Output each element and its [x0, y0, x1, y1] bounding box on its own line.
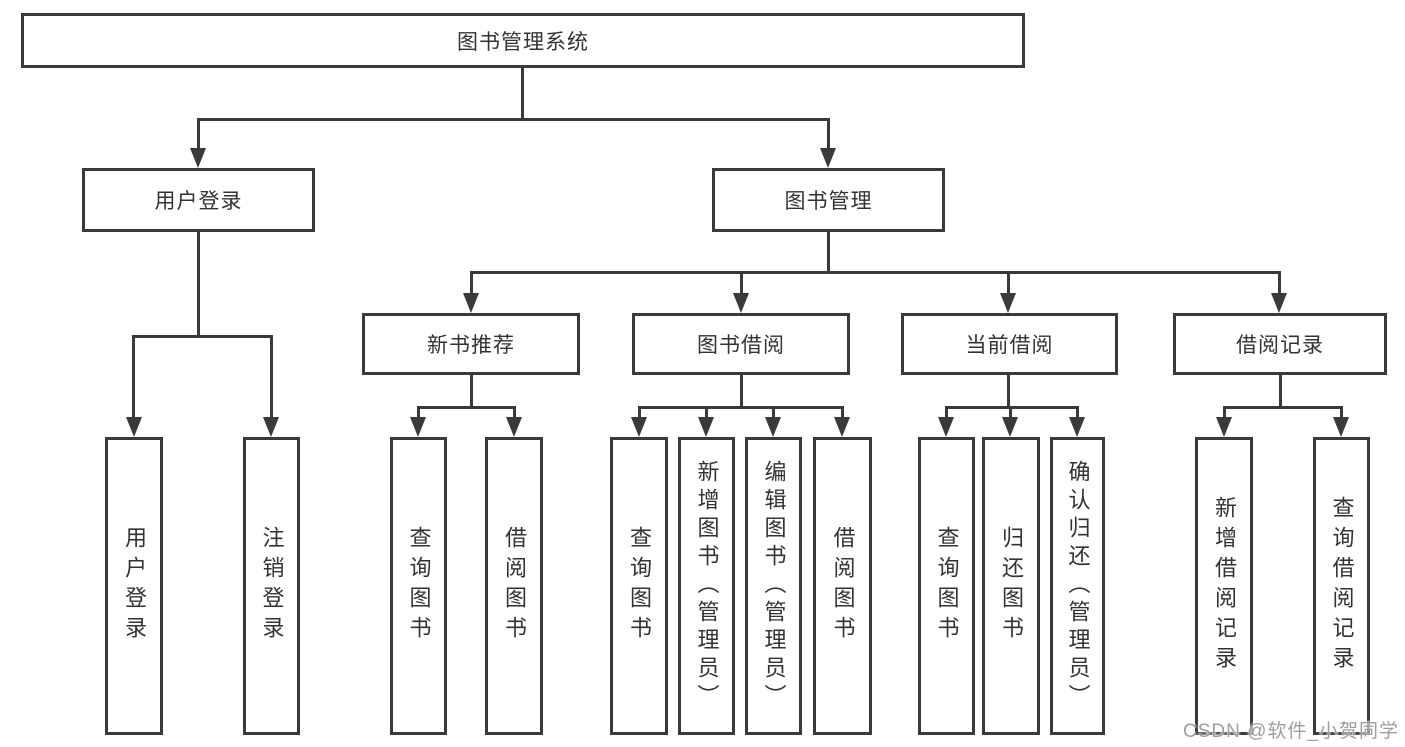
connector-records-rail	[1223, 406, 1343, 409]
node-borrowing-records-label: 借阅记录	[1236, 334, 1324, 357]
arrow-down-icon	[698, 417, 714, 437]
connector-book-mgmt-stem	[827, 232, 830, 274]
node-leaf-logout: 注销登录	[243, 437, 300, 735]
node-leaf-add-borrow-record: 新增借阅记录	[1195, 437, 1253, 735]
connector-user-login-stem	[197, 232, 200, 336]
connector-user-login-rail	[132, 335, 273, 338]
connector-stub-book-mgmt	[827, 118, 830, 152]
node-leaf-return-books: 归还图书	[982, 437, 1040, 735]
connector-root-stem	[521, 68, 524, 118]
node-leaf-query-books-recommend: 查询图书	[390, 437, 447, 735]
connector-book-mgmt-rail	[470, 271, 1281, 274]
node-leaf-query-borrow-record: 查询借阅记录	[1313, 437, 1370, 735]
leaf-label: 查询借阅记录	[1329, 496, 1355, 676]
arrow-down-icon	[733, 293, 749, 313]
node-leaf-user-login: 用户登录	[105, 437, 163, 735]
leaf-label: 用户登录	[122, 526, 147, 646]
connector-borrowing-stem	[740, 375, 743, 409]
node-leaf-borrow-books-recommend: 借阅图书	[485, 437, 543, 735]
connector-recommend-rail	[417, 406, 516, 409]
arrow-down-icon	[1271, 293, 1287, 313]
arrow-down-icon	[938, 417, 954, 437]
arrow-down-icon	[631, 417, 647, 437]
node-user-login: 用户登录	[82, 168, 315, 232]
connector-stub-leaf	[841, 406, 844, 420]
connector-root-rail	[197, 118, 830, 121]
leaf-label: 注销登录	[259, 526, 285, 646]
arrow-down-icon	[1216, 417, 1232, 437]
connector-current-rail	[945, 406, 1079, 409]
arrow-down-icon	[1000, 293, 1016, 313]
node-new-book-recommend: 新书推荐	[362, 313, 580, 375]
arrow-down-icon	[190, 148, 206, 168]
connector-stub-leaf	[1009, 406, 1012, 420]
leaf-label: 确认归还（管理员）	[1065, 460, 1091, 712]
connector-stub-leaf	[772, 406, 775, 420]
leaf-label: 编辑图书（管理员）	[761, 460, 787, 712]
node-root: 图书管理系统	[21, 13, 1025, 68]
arrow-down-icon	[820, 148, 836, 168]
node-leaf-query-books-current: 查询图书	[918, 437, 975, 735]
leaf-label: 查询图书	[406, 526, 432, 646]
node-leaf-confirm-return-admin: 确认归还（管理员）	[1050, 437, 1105, 735]
arrow-down-icon	[1069, 417, 1085, 437]
arrow-down-icon	[410, 417, 426, 437]
node-new-book-recommend-label: 新书推荐	[427, 334, 515, 357]
arrow-down-icon	[1002, 417, 1018, 437]
leaf-label: 借阅图书	[830, 526, 856, 646]
leaf-label: 归还图书	[999, 526, 1024, 646]
connector-stub-records	[1278, 271, 1281, 297]
node-book-borrowing: 图书借阅	[632, 313, 850, 375]
arrow-down-icon	[834, 417, 850, 437]
connector-stub-leaf	[1223, 406, 1226, 420]
connector-stub-user-login	[197, 118, 200, 152]
watermark: CSDN @软件_小贺同学	[1183, 721, 1399, 742]
node-user-login-label: 用户登录	[154, 190, 243, 213]
connector-stub-leaf	[270, 335, 273, 419]
connector-stub-borrowing	[740, 271, 743, 297]
connector-borrowing-rail	[638, 406, 844, 409]
node-leaf-add-books-admin: 新增图书（管理员）	[678, 437, 735, 735]
leaf-label: 借阅图书	[502, 526, 527, 646]
node-current-borrowing-label: 当前借阅	[965, 334, 1054, 357]
connector-current-stem	[1007, 375, 1010, 409]
arrow-down-icon	[126, 417, 142, 437]
arrow-down-icon	[765, 417, 781, 437]
connector-stub-leaf	[638, 406, 641, 420]
node-borrowing-records: 借阅记录	[1173, 313, 1387, 375]
connector-stub-recommend	[470, 271, 473, 297]
node-book-management-label: 图书管理	[784, 190, 873, 213]
connector-stub-leaf	[705, 406, 708, 420]
node-leaf-borrow-books-borrowing: 借阅图书	[813, 437, 872, 735]
node-leaf-edit-books-admin: 编辑图书（管理员）	[745, 437, 802, 735]
node-book-borrowing-label: 图书借阅	[697, 334, 785, 357]
connector-stub-leaf	[513, 406, 516, 420]
node-current-borrowing: 当前借阅	[901, 313, 1118, 375]
connector-records-stem	[1279, 375, 1282, 409]
connector-stub-leaf	[417, 406, 420, 420]
connector-recommend-stem	[470, 375, 473, 409]
leaf-label: 查询图书	[627, 526, 652, 646]
connector-stub-leaf	[1340, 406, 1343, 420]
arrow-down-icon	[263, 417, 279, 437]
leaf-label: 新增借阅记录	[1212, 496, 1237, 676]
leaf-label: 新增图书（管理员）	[694, 460, 720, 712]
arrow-down-icon	[506, 417, 522, 437]
arrow-down-icon	[1333, 417, 1349, 437]
node-root-label: 图书管理系统	[457, 30, 589, 54]
connector-stub-leaf	[132, 335, 135, 419]
leaf-label: 查询图书	[934, 526, 960, 646]
connector-stub-current	[1007, 271, 1010, 297]
node-leaf-query-books-borrowing: 查询图书	[610, 437, 668, 735]
connector-stub-leaf	[1076, 406, 1079, 420]
connector-stub-leaf	[945, 406, 948, 420]
arrow-down-icon	[463, 293, 479, 313]
node-book-management: 图书管理	[712, 168, 945, 232]
